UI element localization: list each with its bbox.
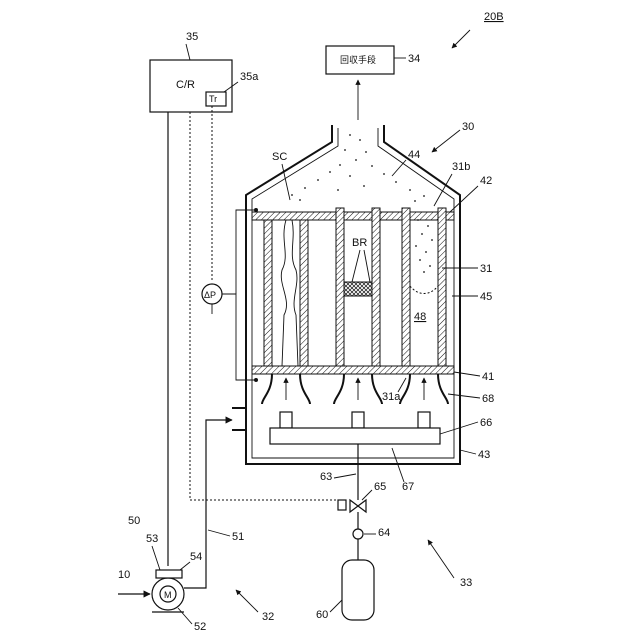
svg-text:52: 52 — [194, 621, 206, 633]
svg-text:BR: BR — [352, 237, 367, 249]
svg-text:33: 33 — [460, 577, 472, 589]
recovery-unit: 回収手段 34 — [326, 46, 420, 120]
svg-text:10: 10 — [118, 569, 130, 581]
svg-text:67: 67 — [402, 481, 414, 493]
svg-text:31: 31 — [480, 263, 492, 275]
svg-text:20B: 20B — [484, 11, 504, 23]
controller: C/R Tr 35 35a — [150, 31, 259, 112]
svg-text:68: 68 — [482, 393, 494, 405]
svg-text:54: 54 — [190, 551, 202, 563]
svg-text:35a: 35a — [240, 71, 259, 83]
svg-text:60: 60 — [316, 609, 328, 621]
svg-text:Tr: Tr — [209, 94, 217, 104]
gas-supply — [338, 500, 374, 620]
svg-text:43: 43 — [478, 449, 490, 461]
blower: M — [118, 570, 206, 612]
svg-text:30: 30 — [462, 121, 474, 133]
svg-text:SC: SC — [272, 151, 287, 163]
filter-tube-1 — [264, 220, 308, 366]
svg-text:53: 53 — [146, 533, 158, 545]
svg-text:35: 35 — [186, 31, 198, 43]
svg-text:ΔP: ΔP — [204, 290, 216, 300]
powder-particles — [291, 134, 425, 202]
figure-id: 20B — [452, 11, 504, 48]
svg-text:48: 48 — [414, 311, 426, 323]
svg-text:31b: 31b — [452, 161, 470, 173]
svg-text:64: 64 — [378, 527, 390, 539]
svg-text:回収手段: 回収手段 — [340, 54, 376, 65]
svg-text:50: 50 — [128, 515, 140, 527]
hood — [246, 125, 460, 210]
svg-text:34: 34 — [408, 53, 420, 65]
svg-text:C/R: C/R — [176, 79, 195, 91]
svg-text:41: 41 — [482, 371, 494, 383]
svg-text:44: 44 — [408, 149, 420, 161]
nozzles — [262, 374, 448, 428]
filter-tube-2 — [336, 208, 380, 366]
svg-text:45: 45 — [480, 291, 492, 303]
svg-text:31a: 31a — [382, 391, 401, 403]
svg-text:65: 65 — [374, 481, 386, 493]
filter-tube-3 — [402, 208, 446, 366]
svg-text:63: 63 — [320, 471, 332, 483]
svg-text:M: M — [164, 590, 172, 600]
svg-text:66: 66 — [480, 417, 492, 429]
pressure-sensor: ΔP — [202, 208, 258, 382]
svg-text:32: 32 — [262, 611, 274, 623]
svg-text:42: 42 — [480, 175, 492, 187]
svg-text:51: 51 — [232, 531, 244, 543]
